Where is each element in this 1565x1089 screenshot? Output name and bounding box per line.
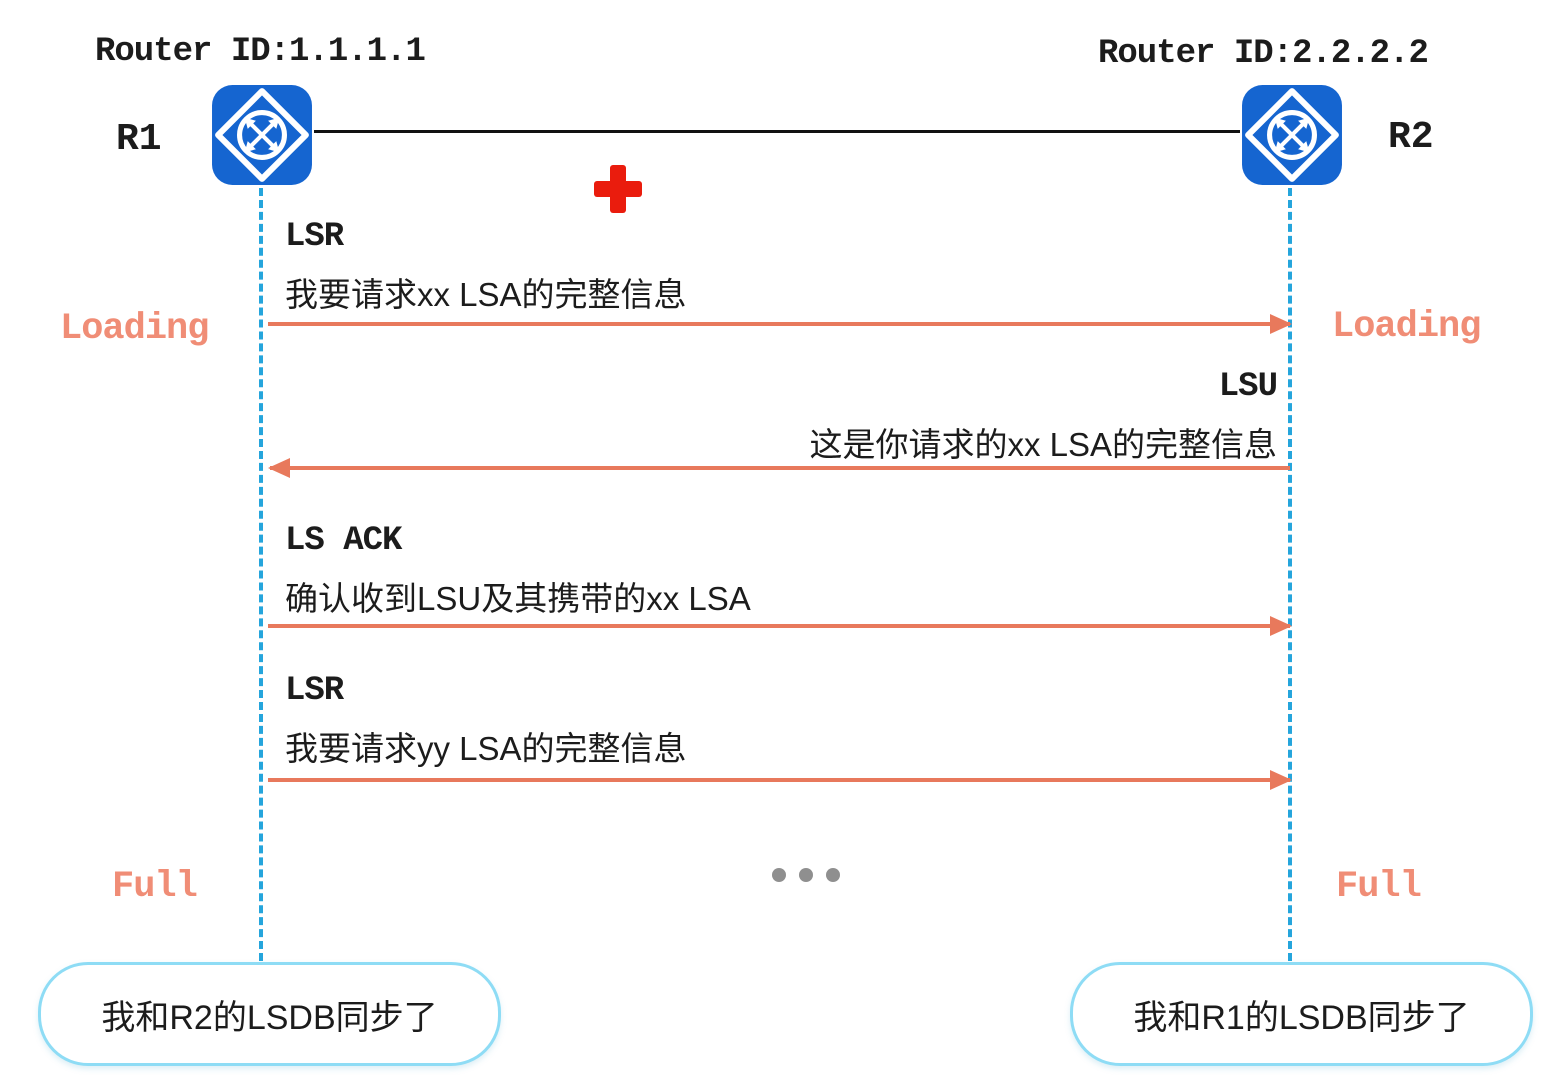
red-cross-icon [594,165,642,213]
message-arrow-lsu [270,466,1290,470]
router-icon-r2 [1242,85,1342,185]
message-desc-lsack: 确认收到LSU及其携带的xx LSA [285,580,751,617]
message-desc-lsr-1: 我要请求xx LSA的完整信息 [285,276,687,313]
bubble-r1-text: 我和R2的LSDB同步了 [101,998,438,1037]
message-title-lsr-2: LSR [285,672,344,710]
state-full-right: Full [1336,866,1422,908]
state-full-left: Full [112,866,198,908]
bubble-r2-synced: 我和R1的LSDB同步了 [1070,962,1533,1066]
router-icon-r1 [212,85,312,185]
lifeline-r1 [259,188,263,961]
router-label-r2: R2 [1388,116,1434,159]
bubble-r2-text: 我和R1的LSDB同步了 [1133,998,1470,1037]
message-title-lsu: LSU [1218,368,1278,406]
router-label-r1: R1 [116,118,162,161]
ethernet-link-line [314,130,1240,133]
state-loading-left: Loading [60,308,209,350]
message-desc-lsr-2: 我要请求yy LSA的完整信息 [285,730,687,767]
message-title-lsack: LS ACK [285,522,402,560]
router-id-left: Router ID:1.1.1.1 [95,33,426,71]
ellipsis-dots [772,868,840,882]
state-loading-right: Loading [1332,306,1481,348]
message-arrow-lsack [268,624,1290,628]
message-desc-lsu: 这是你请求的xx LSA的完整信息 [809,426,1277,463]
message-title-lsr-1: LSR [285,218,344,256]
bubble-r1-synced: 我和R2的LSDB同步了 [38,962,501,1066]
router-id-right: Router ID:2.2.2.2 [1098,35,1429,73]
lifeline-r2 [1288,188,1292,961]
message-arrow-lsr-2 [268,778,1290,782]
message-arrow-lsr-1 [268,322,1290,326]
